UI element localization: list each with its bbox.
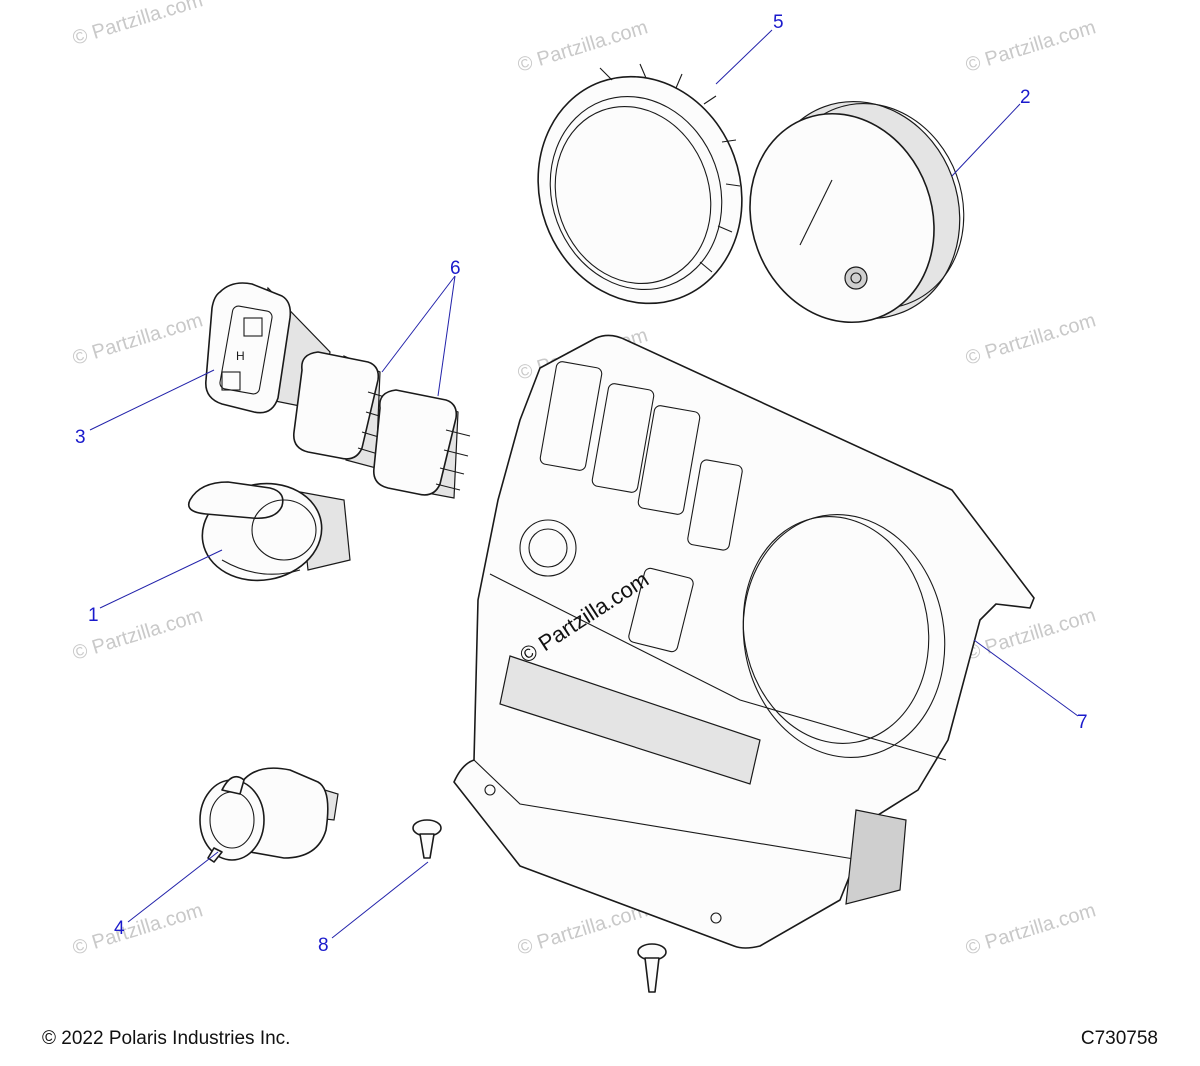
part-6-relay-b: [372, 389, 471, 499]
callout-labels: 5 2 6 3 1 7 4 8: [75, 12, 1088, 956]
callout-4: 4: [114, 918, 125, 939]
watermark: © Partzilla.com: [515, 899, 650, 959]
watermark: © Partzilla.com: [70, 0, 205, 50]
watermark: © Partzilla.com: [70, 899, 205, 959]
part-2-speedometer-gauge: [749, 100, 965, 324]
watermark: © Partzilla.com: [963, 309, 1098, 369]
watermark: © Partzilla.com: [515, 16, 650, 76]
leader-lines: [89, 29, 1079, 939]
callout-2: 2: [1020, 87, 1031, 108]
copyright-notice: © 2022 Polaris Industries Inc.: [42, 1028, 290, 1049]
callout-7: 7: [1077, 712, 1088, 733]
part-4-power-outlet: [199, 767, 339, 863]
watermark: © Partzilla.com: [963, 16, 1098, 76]
callout-1: 1: [88, 605, 99, 626]
part-1-ignition-switch: [187, 481, 351, 582]
svg-text:H: H: [236, 349, 245, 363]
callout-5: 5: [773, 12, 784, 33]
part-5-gauge-bezel-ring: [537, 63, 743, 305]
callout-8: 8: [318, 935, 329, 956]
part-7-dash-panel: [453, 334, 1035, 949]
part-6-relay-a: [292, 351, 389, 469]
part-8-push-rivet: [412, 819, 442, 859]
callout-6: 6: [450, 258, 461, 279]
part-8-push-rivet: [637, 943, 667, 993]
callout-3: 3: [75, 427, 86, 448]
watermark: © Partzilla.com: [963, 899, 1098, 959]
watermark: © Partzilla.com: [70, 309, 205, 369]
diagram-code: C730758: [1081, 1028, 1158, 1049]
